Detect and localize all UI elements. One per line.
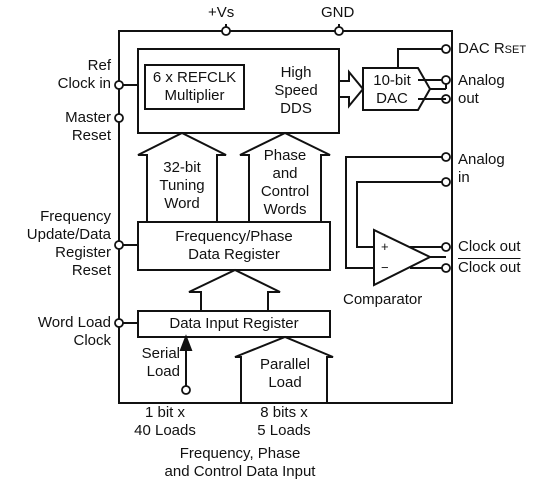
clock-out-bar-pin — [441, 263, 451, 273]
ref-clock-pin — [114, 80, 124, 90]
parallel-load-arrow — [234, 335, 334, 404]
multiplier-block — [144, 64, 245, 110]
analog-in-pin — [441, 152, 451, 162]
analog-in-pin-2 — [441, 177, 451, 187]
gnd-label: GND — [321, 4, 355, 21]
comparator-minus: − — [381, 260, 389, 275]
analog-out-pin — [441, 75, 451, 85]
clock-out-label: Clock out — [458, 238, 521, 255]
freq-update-pin — [114, 240, 124, 250]
dac-rset-pin — [441, 44, 451, 54]
vs-label: +Vs — [208, 4, 235, 21]
dac-rset-wire — [397, 48, 446, 68]
master-reset-pin — [114, 113, 124, 123]
serial-load-pin — [181, 385, 191, 395]
serial-load-arrowhead — [179, 334, 193, 351]
input-register-label: Data Input Register — [169, 315, 299, 332]
dds-to-dac-arrow — [338, 69, 365, 109]
comparator-label: Comparator — [343, 291, 423, 308]
comparator — [373, 228, 433, 287]
input-to-register-arrow — [188, 268, 281, 312]
dac-rset-label: DAC RSET — [458, 40, 527, 57]
tuning-word-arrow — [137, 131, 227, 223]
vs-pin — [221, 26, 231, 36]
clock-out-bar-label: Clock out — [458, 259, 521, 276]
comparator-plus: + — [381, 239, 389, 254]
clock-out-pin — [441, 242, 451, 252]
word-load-pin — [114, 318, 124, 328]
analog-in-wire — [345, 156, 446, 269]
analog-in-wire-2 — [356, 181, 446, 248]
gnd-pin — [334, 26, 344, 36]
phase-control-arrow — [239, 131, 331, 223]
